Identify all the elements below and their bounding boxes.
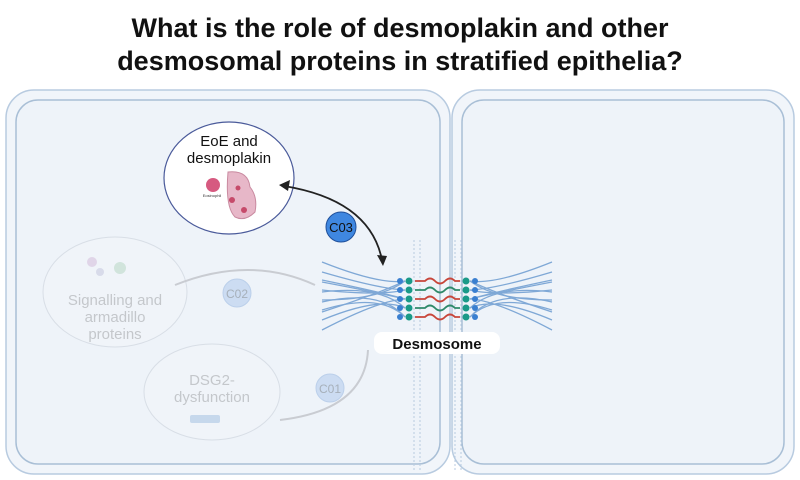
plakoglobin-node: [405, 286, 413, 294]
desmoplakin-node: [472, 287, 478, 293]
plakoglobin-node: [405, 304, 413, 312]
svg-text:desmoplakin: desmoplakin: [187, 150, 271, 167]
desmoplakin-node: [397, 314, 403, 320]
desmoplakin-node: [397, 305, 403, 311]
plakoglobin-node: [462, 304, 470, 312]
c02-badge[interactable]: C02: [222, 278, 252, 308]
dsg2-label: DSG2-: [189, 372, 235, 389]
eoe-node[interactable]: EoE and desmoplakin Eosinophil: [163, 121, 295, 235]
keratin-filament: [321, 297, 406, 318]
c03-badge[interactable]: C03: [325, 211, 357, 243]
keratin-filament: [469, 297, 553, 318]
svg-text:Eosinophil: Eosinophil: [203, 193, 222, 198]
dsg2-node[interactable]: DSG2- dysfunction: [143, 343, 281, 441]
cadherin: [415, 295, 460, 303]
page-title: What is the role of desmoplakin and othe…: [117, 13, 683, 76]
svg-text:C02: C02: [226, 287, 248, 301]
signalling-node[interactable]: Signalling and armadillo proteins: [42, 236, 188, 348]
svg-text:proteins: proteins: [88, 326, 141, 343]
right-cell: [451, 89, 795, 475]
cadherin: [415, 277, 460, 285]
desmoplakin-node: [397, 287, 403, 293]
plakoglobin-node: [405, 313, 413, 321]
c01-badge[interactable]: C01: [315, 373, 345, 403]
svg-text:C03: C03: [329, 220, 353, 235]
desmosome: [321, 240, 553, 470]
eoe-label: EoE and: [200, 133, 258, 150]
svg-text:dysfunction: dysfunction: [174, 389, 250, 406]
c01-arrow: [279, 349, 369, 421]
c03-arrow: [279, 180, 387, 266]
svg-text:Desmosome: Desmosome: [392, 336, 481, 353]
desmoplakin-node: [397, 278, 403, 284]
epithelium-tissue-icon: [226, 171, 257, 220]
svg-text:C01: C01: [319, 382, 341, 396]
plakoglobin-node: [405, 277, 413, 285]
eosinophil-icon: [206, 178, 220, 192]
svg-text:armadillo: armadillo: [85, 309, 146, 326]
desmoplakin-node: [397, 296, 403, 302]
plakoglobin-node: [462, 286, 470, 294]
cadherin: [415, 313, 460, 321]
desmoplakin-node: [472, 314, 478, 320]
plakoglobin-node: [462, 295, 470, 303]
plakoglobin-node: [462, 313, 470, 321]
plakoglobin-node: [405, 295, 413, 303]
desmoplakin-node: [472, 278, 478, 284]
cadherin: [415, 304, 460, 312]
left-cell: [5, 89, 451, 475]
desmosome-label-box: Desmosome: [374, 332, 500, 354]
desmoplakin-node: [472, 296, 478, 302]
c02-arrow: [174, 269, 316, 286]
plakoglobin-node: [462, 277, 470, 285]
desmoplakin-node: [472, 305, 478, 311]
cadherin: [415, 286, 460, 294]
patient-bed-icon: [190, 415, 220, 423]
signalling-label: Signalling and: [68, 292, 162, 309]
